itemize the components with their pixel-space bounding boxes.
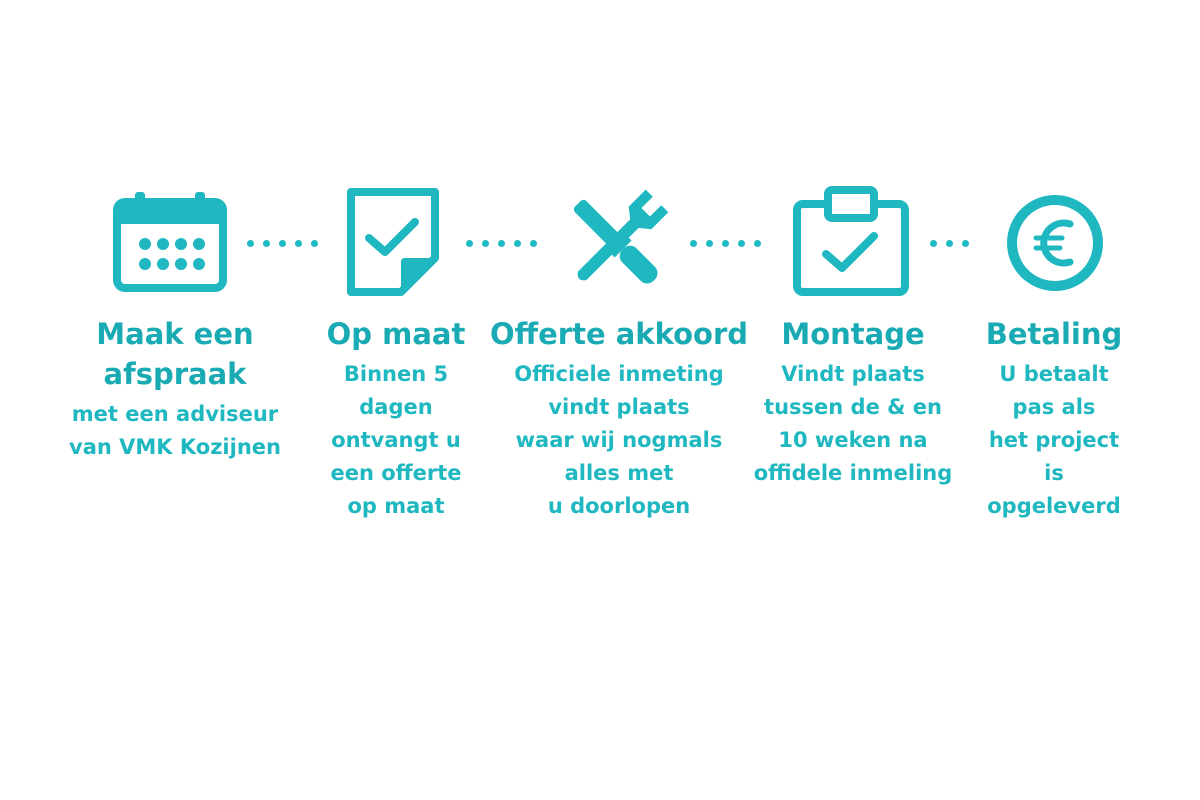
connector-dot [738,239,745,247]
step-betaling: Betaling U betaalt pas als het project i… [981,314,1127,523]
connector-dot [247,239,254,247]
euro-icon [1004,192,1106,294]
connector-dots [466,236,537,250]
step-description: U betaalt pas als het project is opgelev… [987,362,1121,518]
connector-dot [530,239,537,247]
step-description: Binnen 5 dagen ontvangt u een offerte op… [330,362,462,518]
step-title: Op maat [326,317,466,351]
connector-dot [311,239,318,247]
step-afspraak: Maak een afspraak met een adviseur van V… [69,314,281,464]
tools-icon [556,186,676,298]
connector-dot [706,239,713,247]
connector-dot [263,239,270,247]
step-description: Officiele inmeting vindt plaats waar wij… [514,362,724,518]
connector-dot [962,239,969,247]
connector-dot [279,239,286,247]
connector-dots [930,236,969,250]
connector-dot [498,239,505,247]
connector-dot [722,239,729,247]
step-description: met een adviseur van VMK Kozijnen [69,402,281,459]
connector-dot [930,239,937,247]
step-title: Maak een afspraak [96,317,254,391]
connector-dot [295,239,302,247]
connector-dot [466,239,473,247]
connector-dot [482,239,489,247]
step-title: Montage [781,317,925,351]
step-offerte-akkoord: Offerte akkoord Officiele inmeting vindt… [490,314,748,523]
step-montage: Montage Vindt plaats tussen de & en 10 w… [754,314,953,490]
step-title: Offerte akkoord [489,317,749,351]
clipboard-check-icon [792,184,910,298]
connector-dots [690,236,761,250]
step-description: Vindt plaats tussen de & en 10 weken na … [753,362,953,485]
step-op-maat: Op maat Binnen 5 dagen ontvangt u een of… [327,314,466,523]
calendar-icon [113,192,227,292]
step-title: Betaling [985,317,1123,351]
connector-dot [690,239,697,247]
connector-dot [946,239,953,247]
connector-dot [754,239,761,247]
connector-dot [514,239,521,247]
connector-dots [247,236,318,250]
document-check-icon [343,188,443,296]
